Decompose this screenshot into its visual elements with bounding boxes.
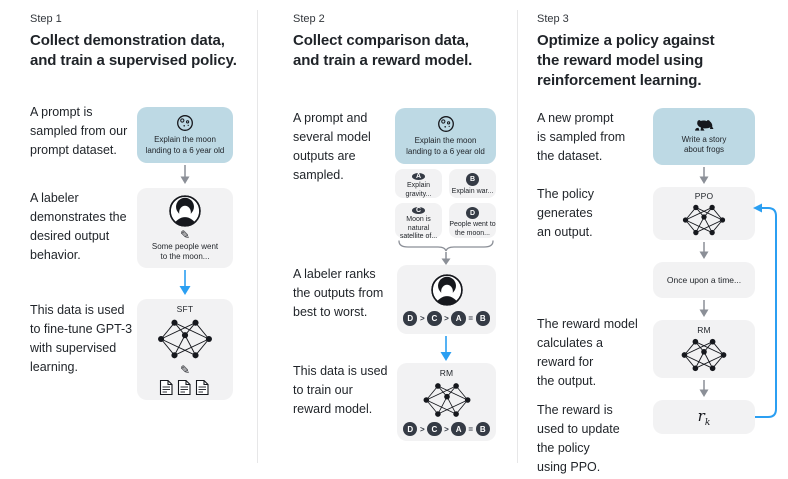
rank-separator: > (444, 424, 449, 434)
step1-label: Step 1 (30, 13, 62, 25)
step1-caption-prompt: A prompt is sampled from our prompt data… (30, 105, 128, 157)
moon-icon (176, 114, 194, 132)
step2-labeler-card: D > C > A = B (397, 265, 496, 334)
rank-badge: A (451, 311, 466, 326)
neural-network-icon (421, 381, 473, 419)
blue-arrow-down-icon (178, 270, 192, 296)
output-card-b: B Explain war... (449, 169, 496, 198)
rank-badge: D (402, 311, 418, 326)
rank-badge: D (402, 421, 418, 437)
documents-icon (159, 379, 211, 396)
output-badge: C (412, 207, 425, 214)
ppo-model-label: PPO (694, 190, 714, 201)
step2-title: Collect comparison data, and train a rew… (293, 32, 473, 69)
step1-prompt-card: Explain the moon landing to a 6 year old (137, 107, 233, 163)
neural-network-icon (156, 317, 214, 361)
step2-label: Step 2 (293, 13, 325, 25)
rank-separator: = (468, 314, 473, 323)
output-card-d: D People went to the moon... (449, 203, 496, 238)
pencil-icon: ✎ (179, 362, 191, 377)
neural-network-icon (680, 203, 728, 237)
step3-ppo-card: PPO (653, 187, 755, 240)
step3-caption-policy: The policy generates an output. (537, 187, 594, 239)
ranking: D > C > A = B (402, 421, 490, 437)
step2-caption-rank: A labeler ranks the outputs from best to… (293, 267, 384, 319)
rank-badge: B (475, 311, 490, 326)
step3-prompt-text: Write a story about frogs (681, 134, 727, 155)
step1-sft-card: SFT ✎ (137, 299, 233, 400)
step3-caption-prompt: A new prompt is sampled from the dataset… (537, 111, 626, 163)
rank-separator: > (419, 424, 425, 434)
rank-badge: A (451, 421, 466, 437)
step1-title: Collect demonstration data, and train a … (30, 32, 237, 69)
output-text: Moon is natural satellite of... (399, 216, 438, 240)
step3-caption-reward: The reward model calculates a reward for… (537, 317, 638, 388)
step1-prompt-text: Explain the moon landing to a 6 year old (145, 135, 225, 155)
rank-separator: = (468, 424, 473, 434)
rm-model-label: RM (697, 325, 711, 335)
step3-label: Step 3 (537, 13, 569, 25)
labeler-icon (168, 194, 202, 228)
output-card-c: C Moon is natural satellite of... (395, 203, 442, 240)
output-text: People went to the moon... (449, 221, 496, 237)
step2-prompt-card: Explain the moon landing to a 6 year old (395, 108, 496, 164)
frog-icon (694, 118, 714, 132)
output-text: Explain war... (451, 188, 494, 195)
blue-arrow-down-icon (439, 336, 453, 362)
rank-separator: > (444, 314, 449, 323)
step3-output-card: Once upon a time... (653, 262, 755, 298)
step3-title: Optimize a policy against the reward mod… (537, 32, 715, 89)
step3-reward-card: rk (653, 400, 755, 434)
step1-labeler-card: ✎ Some people went to the moon... (137, 188, 233, 268)
step3-rm-card: RM (653, 320, 755, 378)
sft-model-label: SFT (176, 303, 194, 314)
reward-symbol: rk (697, 406, 711, 428)
rank-badge: B (475, 421, 490, 437)
step3-output-text: Once upon a time... (666, 275, 742, 285)
rm-model-label: RM (439, 367, 454, 378)
rank-badge: C (427, 311, 442, 326)
step1-caption-train: This data is used to fine-tune GPT-3 wit… (30, 303, 133, 374)
step1-caption-labeler: A labeler demonstrates the desired outpu… (30, 191, 127, 262)
arrow-down-icon (698, 300, 710, 318)
step3-caption-update: The reward is used to update the policy … (537, 403, 620, 474)
pencil-icon: ✎ (179, 227, 191, 242)
arrow-down-icon (698, 380, 710, 398)
step1-labeler-text: Some people went to the moon... (151, 241, 219, 262)
output-text: Explain gravity... (405, 182, 432, 198)
step2-rm-card: RM D > C > A (397, 363, 496, 441)
output-badge: D (466, 207, 479, 219)
arrow-down-icon (179, 165, 191, 185)
moon-icon (437, 115, 455, 133)
rank-badge: C (427, 421, 442, 437)
step2-prompt-text: Explain the moon landing to a 6 year old (406, 136, 485, 156)
arrow-down-icon (698, 242, 710, 260)
column-divider (517, 10, 518, 463)
rank-separator: > (419, 314, 425, 323)
column-divider (257, 10, 258, 463)
step2-caption-train: This data is used to train our reward mo… (293, 364, 388, 416)
step2-caption-prompt: A prompt and several model outputs are s… (293, 111, 371, 182)
output-card-a: A Explain gravity... (395, 169, 442, 198)
feedback-loop-arrow-icon (750, 198, 784, 426)
arrow-down-icon (440, 252, 452, 266)
step3-prompt-card: Write a story about frogs (653, 108, 755, 165)
brace-icon (398, 240, 494, 252)
labeler-icon (430, 273, 464, 307)
output-badge: B (466, 173, 479, 186)
neural-network-icon (679, 337, 729, 373)
arrow-down-icon (698, 167, 710, 185)
output-badge: A (412, 173, 425, 180)
ranking: D > C > A = B (402, 311, 490, 326)
